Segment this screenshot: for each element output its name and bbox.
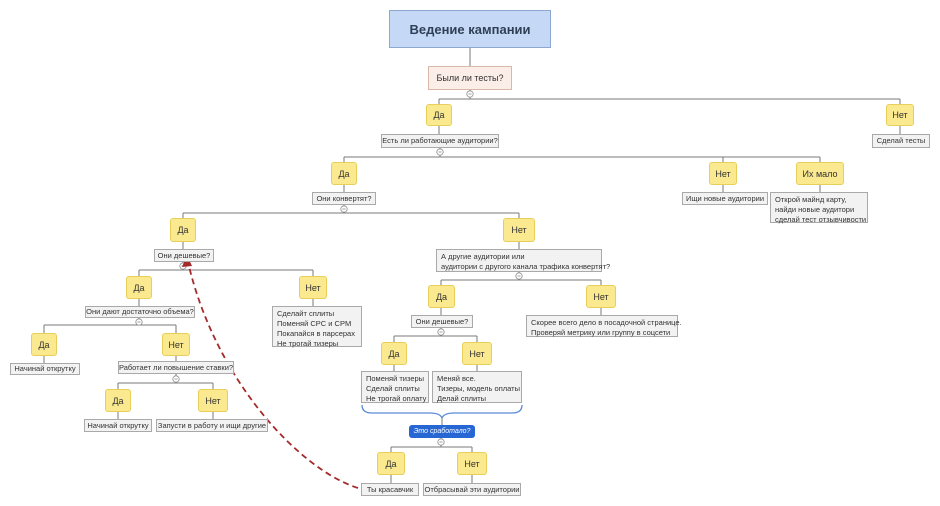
yes-worked: Да: [377, 452, 405, 475]
yes-other: Да: [428, 285, 455, 308]
yes-cheap: Да: [126, 276, 152, 299]
start-spin-box-2: Начинай открутку: [84, 419, 152, 432]
change-teasers-box: Поменяй тизеры Сделай сплиты Не трогай о…: [361, 371, 429, 403]
splits-box: Сделайт сплиты Поменяй CPC и CPM Покапай…: [272, 306, 362, 348]
yes-tests: Да: [426, 104, 452, 126]
question-audiences: Есть ли работающие аудитории?: [381, 134, 499, 148]
no-volume: Нет: [162, 333, 190, 356]
yes-convert: Да: [170, 218, 196, 242]
no-tests: Нет: [886, 104, 914, 126]
yes-bid: Да: [105, 389, 131, 412]
question-cheap: Они дешевые?: [154, 249, 214, 262]
question-convert: Они конвертят?: [312, 192, 376, 205]
great-box: Ты красавчик: [361, 483, 419, 496]
open-map-box: Открой майнд карту, найди новые аудитори…: [770, 192, 868, 224]
question-bid: Работает ли повышение ставки?: [118, 361, 234, 374]
change-all-box: Меняй все. Тизеры, модель оплаты Делай с…: [432, 371, 522, 403]
root-title: Ведение кампании: [389, 10, 551, 48]
no-bid: Нет: [198, 389, 228, 412]
yes-volume: Да: [31, 333, 57, 356]
grouping-brace: [361, 404, 523, 420]
start-spin-box: Начинай открутку: [10, 363, 80, 375]
question-tests: Были ли тесты?: [428, 66, 512, 90]
no-other: Нет: [586, 285, 616, 308]
question-other-audiences: А другие аудитории или аудитории с друго…: [436, 249, 610, 272]
no-worked: Нет: [457, 452, 487, 475]
return-arrow: [187, 261, 359, 489]
no-audiences: Нет: [709, 162, 737, 185]
launch-box: Запусти в работу и ищи другие: [156, 419, 268, 432]
question-volume: Они дают достаточно объема?: [85, 306, 195, 318]
drop-box: Отбрасывай эти аудитории: [423, 483, 521, 496]
landing-box: Скорее всего дело в посадочной странице.…: [526, 315, 682, 337]
question-cheap-2: Они дешевые?: [411, 315, 473, 328]
no-convert: Нет: [503, 218, 535, 242]
no-cheap-2: Нет: [462, 342, 492, 365]
do-tests-box: Сделай тесты: [872, 134, 930, 148]
no-cheap: Нет: [299, 276, 327, 299]
yes-audiences: Да: [331, 162, 357, 185]
few-audiences: Их мало: [796, 162, 844, 185]
worked-tag: Это сработало?: [409, 425, 475, 438]
yes-cheap-2: Да: [381, 342, 407, 365]
find-new-box: Ищи новые аудитории: [682, 192, 768, 205]
